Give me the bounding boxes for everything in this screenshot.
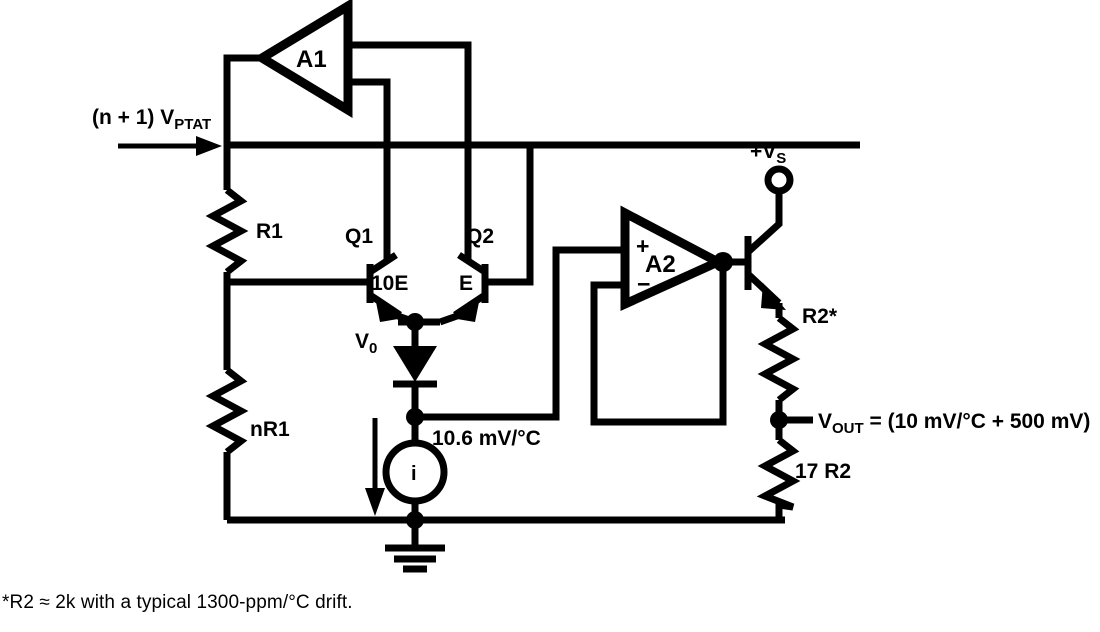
- a1-input-bottom-wire: [344, 78, 391, 240]
- label-current-i: i: [411, 463, 417, 485]
- label-vptat: (n + 1) VPTAT: [92, 106, 211, 133]
- label-r1: R1: [256, 220, 283, 243]
- label-scale-factor: 10.6 mV/°C: [432, 427, 541, 450]
- footnote-r2: *R2 ≈ 2k with a typical 1300-ppm/°C drif…: [2, 592, 353, 613]
- amplifier-a1: [253, 0, 353, 118]
- label-17r2: 17 R2: [795, 460, 851, 483]
- label-q1: Q1: [345, 225, 373, 248]
- current-direction-arrow: [365, 418, 385, 516]
- label-v0: V0: [355, 330, 377, 357]
- label-vout: VOUT = (10 mV/°C + 500 mV): [818, 410, 1090, 437]
- label-q2: Q2: [466, 225, 494, 248]
- resistor-nr1: [205, 282, 249, 520]
- supply-terminal-vs: [764, 165, 794, 195]
- label-a1: A1: [296, 46, 327, 73]
- label-r2: R2*: [802, 305, 838, 328]
- diode: [393, 322, 437, 417]
- resistor-17r2: [756, 420, 801, 520]
- current-source: [382, 417, 448, 520]
- ground-symbol: [385, 511, 445, 573]
- a1-output-wire: [223, 54, 262, 145]
- label-q2-area: E: [459, 272, 473, 295]
- resistor-r1: [205, 145, 249, 282]
- a1-input-top-wire: [344, 41, 472, 240]
- resistor-r2: [757, 315, 801, 420]
- label-a2: A2: [645, 251, 676, 278]
- output-transistor: [713, 190, 786, 318]
- a2-feedback-wire: [590, 266, 727, 426]
- label-nr1: nR1: [250, 418, 290, 441]
- vptat-input-arrow: [118, 136, 222, 156]
- label-a2-minus: −: [637, 271, 650, 297]
- label-q1-area: 10E: [371, 272, 408, 295]
- label-a2-plus: +: [636, 233, 649, 259]
- amplifier-a2: [620, 205, 729, 311]
- transistor-q2: [438, 145, 534, 326]
- label-supply-vs: +VS: [750, 140, 786, 167]
